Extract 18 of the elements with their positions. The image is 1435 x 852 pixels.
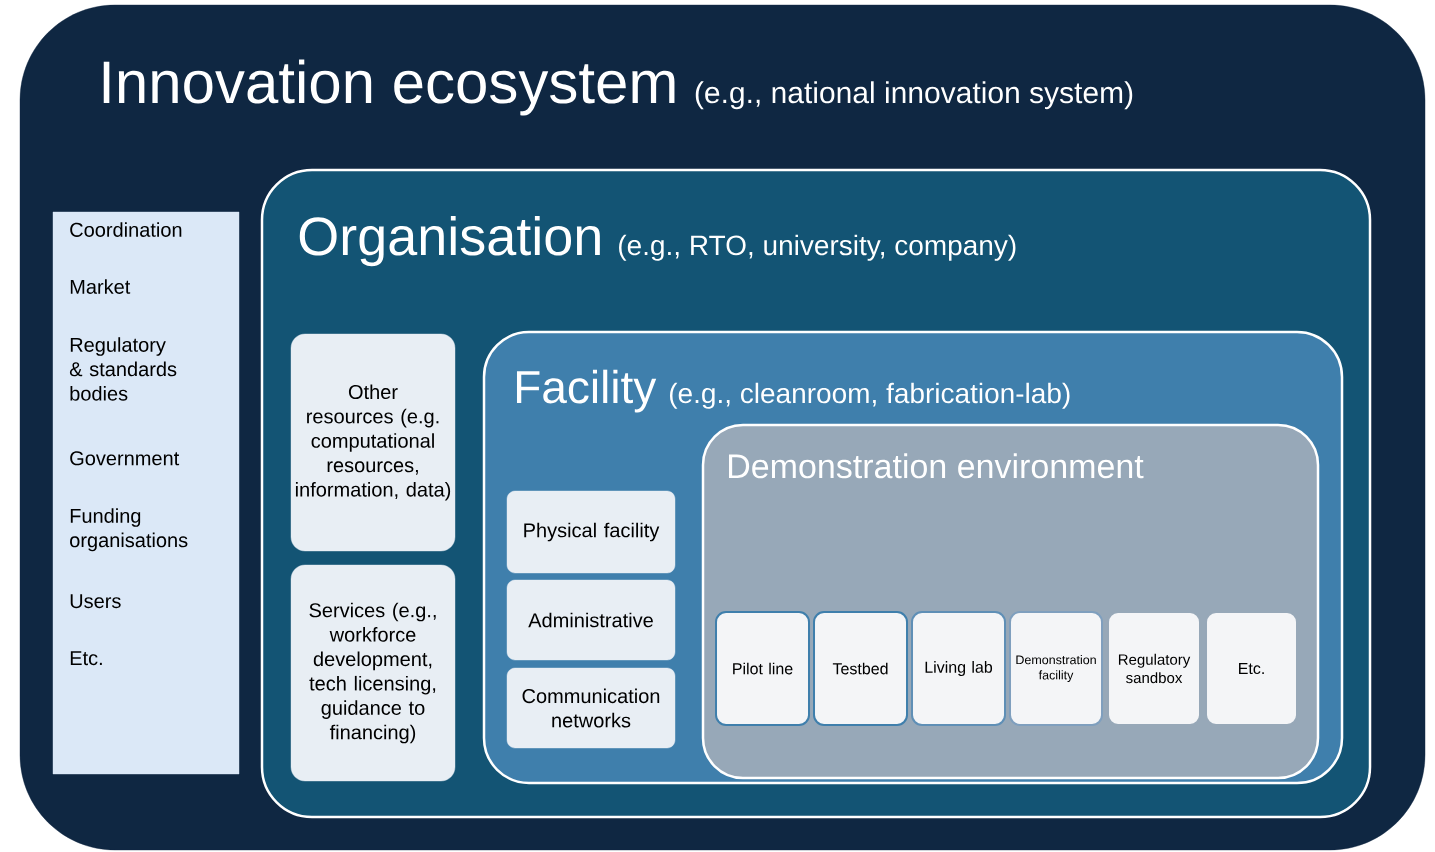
list-item: Regulatory & standards bodies [69, 337, 177, 401]
list-item: Funding organisations [70, 508, 188, 552]
rounded-box: Services (e.g., workforce development, tech licensing, guidance to financing) [290, 564, 456, 782]
rounded-box: Physical facility [506, 490, 676, 574]
rounded-box: Testbed [813, 611, 908, 726]
rounded-box: Communication networks [506, 667, 676, 749]
rounded-box: Pilot line [715, 611, 810, 726]
list-item: Users [70, 594, 121, 609]
list-item: Government [70, 451, 180, 466]
list-item: Market [70, 279, 131, 294]
rounded-box: Administrative [506, 579, 676, 661]
rounded-box: Other resources (e.g. computational resources, information, data) [290, 333, 456, 552]
rounded-box: Demonstration facility [1009, 611, 1103, 726]
list-item: Coordination [70, 222, 182, 237]
rounded-box: Regulatory sandbox [1107, 611, 1201, 726]
rounded-box: Living lab [911, 611, 1006, 726]
list-item: Etc. [70, 651, 102, 666]
rounded-box: Etc. [1205, 611, 1298, 726]
